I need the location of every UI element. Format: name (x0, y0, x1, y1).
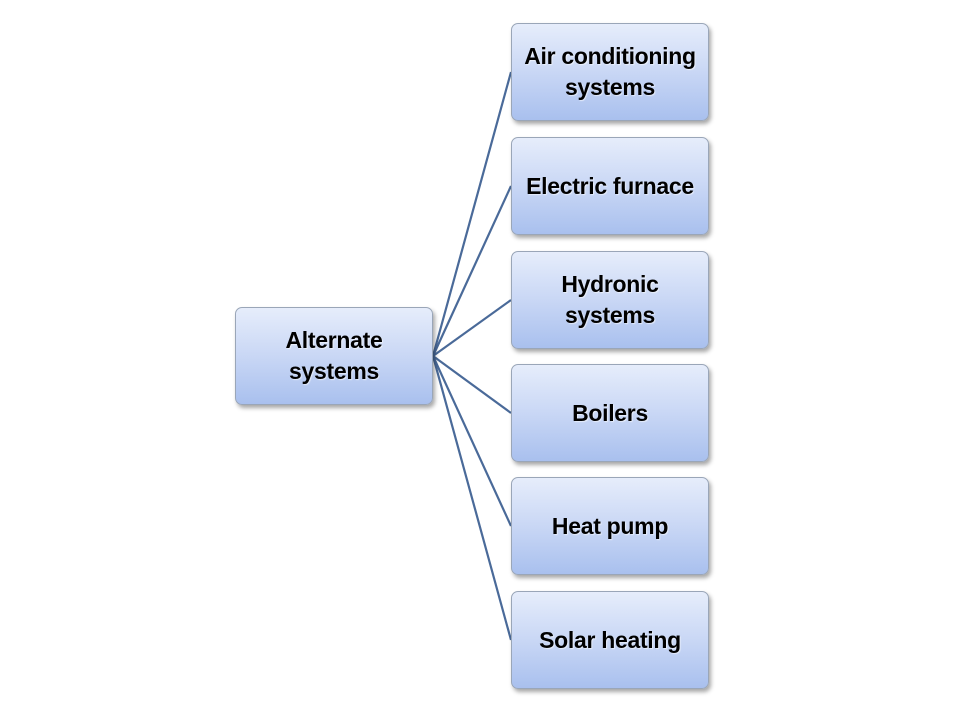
connector-line-3 (432, 355, 512, 414)
child-node-label: Air conditioning systems (524, 43, 696, 100)
child-node-electric-furnace: Electric furnace (511, 137, 709, 235)
child-node-hydronic-systems: Hydronic systems (511, 251, 709, 349)
child-node-label: Electric furnace (526, 172, 694, 199)
child-node-label: Solar heating (539, 626, 681, 653)
child-node-label: Boilers (572, 399, 648, 426)
connector-line-4 (432, 355, 512, 527)
root-node-label: Alternate systems (285, 327, 383, 384)
connector-line-1 (432, 185, 512, 357)
child-node-boilers: Boilers (511, 364, 709, 462)
connector-line-0 (431, 71, 513, 357)
child-node-solar-heating: Solar heating (511, 591, 709, 689)
child-node-air-conditioning: Air conditioning systems (511, 23, 709, 121)
connector-line-2 (432, 299, 512, 357)
connector-line-5 (431, 355, 513, 641)
root-node-alternate-systems: Alternate systems (235, 307, 433, 405)
child-node-label: Hydronic systems (561, 271, 659, 328)
child-node-heat-pump: Heat pump (511, 477, 709, 575)
child-node-label: Heat pump (551, 512, 669, 539)
